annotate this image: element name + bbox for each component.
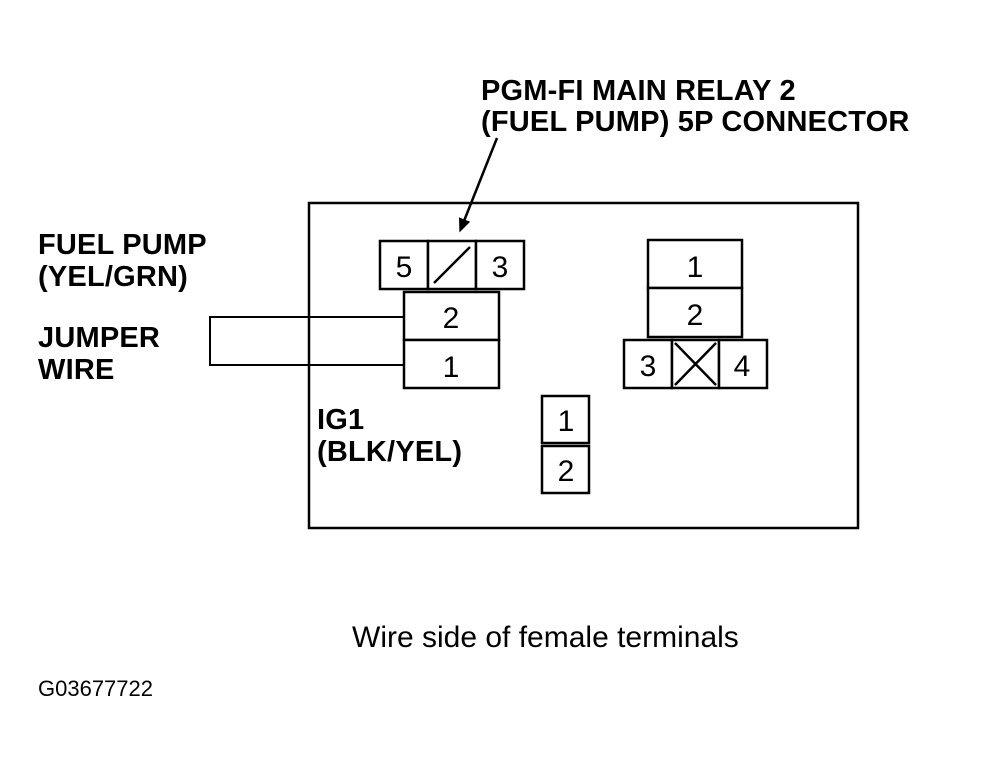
jumper-wire-label-line-1: JUMPER: [38, 322, 161, 354]
pointer-arrow: [459, 137, 499, 233]
right-terminal-blank-x2: [674, 342, 717, 386]
right-terminal-4-label: 4: [734, 350, 751, 383]
jumper-wire-label-line-2: WIRE: [38, 354, 115, 386]
small-terminal-1: [540, 394, 591, 445]
terminal-3-label: 3: [492, 251, 509, 284]
right-terminal-1: [646, 238, 744, 290]
terminal-4-slash: [433, 246, 471, 284]
fuel-pump-label-line-1: FUEL PUMP: [38, 229, 207, 261]
figure-id: G03677722: [38, 676, 153, 701]
small-terminal-2: [540, 444, 591, 495]
right-terminal-3: [622, 338, 674, 390]
right-terminal-2-label: 2: [687, 299, 704, 332]
terminal-2-label: 2: [443, 302, 460, 335]
connector-right: 1 2 3 4: [622, 238, 769, 390]
jumper-wire: [209, 316, 404, 366]
caption: Wire side of female terminals: [352, 621, 739, 654]
small-terminal-2-label: 2: [558, 455, 575, 488]
connector-small: 1 2: [540, 394, 591, 495]
right-terminal-3-label: 3: [640, 350, 657, 383]
terminal-3: [474, 239, 526, 291]
ig1-label-line-2: (BLK/YEL): [317, 436, 463, 468]
right-terminal-2: [646, 286, 744, 339]
right-terminal-4: [717, 338, 769, 390]
ig1-label-line-1: IG1: [317, 404, 365, 436]
small-terminal-1-label: 1: [558, 405, 575, 438]
terminal-1-label: 1: [443, 351, 460, 384]
right-terminal-1-label: 1: [687, 251, 704, 284]
fuel-pump-label-line-2: (YEL/GRN): [38, 261, 189, 293]
terminal-5-label: 5: [396, 251, 413, 284]
title-line-1: PGM-FI MAIN RELAY 2: [481, 75, 796, 107]
title-line-2: (FUEL PUMP) 5P CONNECTOR: [481, 106, 910, 138]
terminal-5: [378, 239, 430, 291]
